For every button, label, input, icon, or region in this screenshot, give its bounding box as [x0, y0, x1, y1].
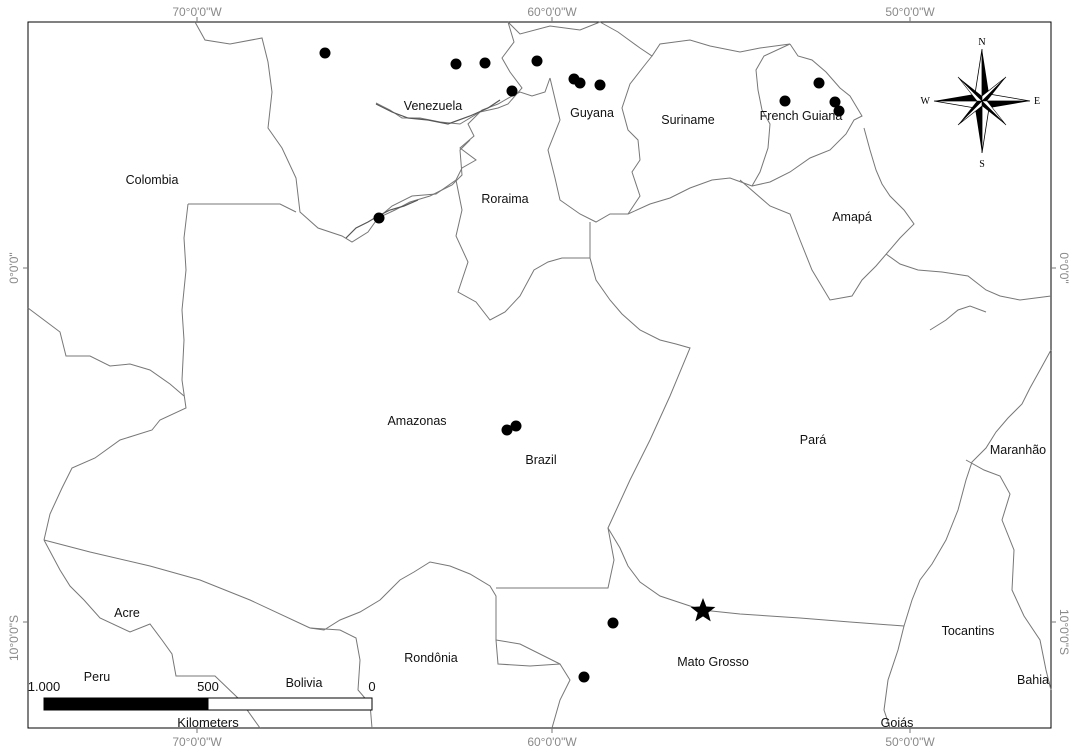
- border-roraima: [455, 179, 591, 321]
- record-point: [373, 212, 385, 224]
- political-borders: [27, 21, 1052, 729]
- scale-bar: 1.000 500 0 Kilometers: [28, 679, 376, 730]
- record-point: [450, 58, 462, 70]
- compass-e: E: [1034, 96, 1040, 107]
- compass-s: S: [979, 159, 985, 170]
- river-orinoco: [375, 99, 501, 125]
- border-venezuela-roraima: [377, 77, 551, 219]
- graticule-ticks: [23, 17, 1056, 733]
- place-labels: Venezuela Guyana Suriname French Guiana …: [84, 99, 1049, 730]
- border-acre: [43, 539, 311, 729]
- record-point: [833, 105, 845, 117]
- label-goias: Goiás: [881, 716, 914, 730]
- record-point: [607, 617, 619, 629]
- graticule-top-70w: 70°0'0"W: [172, 5, 222, 19]
- label-peru: Peru: [84, 670, 110, 684]
- record-point: [594, 79, 606, 91]
- type-locality-star: [690, 598, 716, 622]
- record-point: [501, 424, 513, 436]
- compass-rose: N S E W: [921, 37, 1041, 170]
- record-point: [779, 95, 791, 107]
- label-bolivia: Bolivia: [286, 676, 323, 690]
- record-point: [506, 85, 518, 97]
- graticule-top-60w: 60°0'0"W: [527, 5, 577, 19]
- label-suriname: Suriname: [661, 113, 715, 127]
- map-frame: [27, 21, 1052, 729]
- border-colombia-peru: [27, 307, 185, 397]
- border-suriname: [627, 43, 791, 215]
- scale-label-1000: 1.000: [28, 679, 61, 694]
- border-french-guiana: [751, 43, 863, 187]
- label-roraima: Roraima: [481, 192, 528, 206]
- graticule-bottom-50w: 50°0'0"W: [885, 735, 935, 749]
- border-guyana: [507, 21, 791, 223]
- record-point: [813, 77, 825, 89]
- border-para-matogrosso: [607, 527, 905, 627]
- label-french-guiana: French Guiana: [760, 109, 843, 123]
- scale-unit: Kilometers: [177, 715, 239, 730]
- graticule-bottom-60w: 60°0'0"W: [527, 735, 577, 749]
- compass-n: N: [978, 37, 985, 48]
- label-para: Pará: [800, 433, 826, 447]
- label-brazil: Brazil: [525, 453, 556, 467]
- label-colombia: Colombia: [126, 173, 179, 187]
- border-venezuela-guyana: [375, 21, 523, 125]
- border-para-east: [883, 349, 1052, 729]
- graticule-right-10s: 10°0'0"S: [1057, 609, 1071, 655]
- graticule-top-50w: 50°0'0"W: [885, 5, 935, 19]
- border-amazonas-para: [496, 257, 691, 589]
- graticule-left-0: 0°0'0": [7, 252, 21, 283]
- record-point: [479, 57, 491, 69]
- label-mato-grosso: Mato Grosso: [677, 655, 749, 669]
- label-venezuela: Venezuela: [404, 99, 462, 113]
- amazon-mouth-coast: [885, 253, 1052, 331]
- occurrence-records: [319, 47, 845, 683]
- border-tocantins-maranhao: [965, 459, 1052, 691]
- record-point: [510, 420, 522, 432]
- graticule-left-10s: 10°0'0"S: [7, 615, 21, 661]
- record-point: [531, 55, 543, 67]
- border-amazonas-west: [43, 203, 297, 541]
- record-point: [319, 47, 331, 59]
- label-bahia: Bahia: [1017, 673, 1049, 687]
- compass-w: W: [921, 96, 931, 107]
- border-matogrosso-south: [495, 639, 561, 665]
- border-amapa: [739, 127, 915, 301]
- scale-label-0: 0: [368, 679, 375, 694]
- label-tocantins: Tocantins: [942, 624, 995, 638]
- graticule-right-0: 0°0'0": [1057, 252, 1071, 283]
- label-acre: Acre: [114, 606, 140, 620]
- label-maranhao: Maranhão: [990, 443, 1046, 457]
- label-guyana: Guyana: [570, 106, 614, 120]
- record-point: [829, 96, 841, 108]
- label-amapa: Amapá: [832, 210, 872, 224]
- record-point: [574, 77, 586, 89]
- label-amazonas: Amazonas: [387, 414, 446, 428]
- record-point: [578, 671, 590, 683]
- graticule-bottom-70w: 70°0'0"W: [172, 735, 222, 749]
- label-rondonia: Rondônia: [404, 651, 458, 665]
- scale-label-500: 500: [197, 679, 219, 694]
